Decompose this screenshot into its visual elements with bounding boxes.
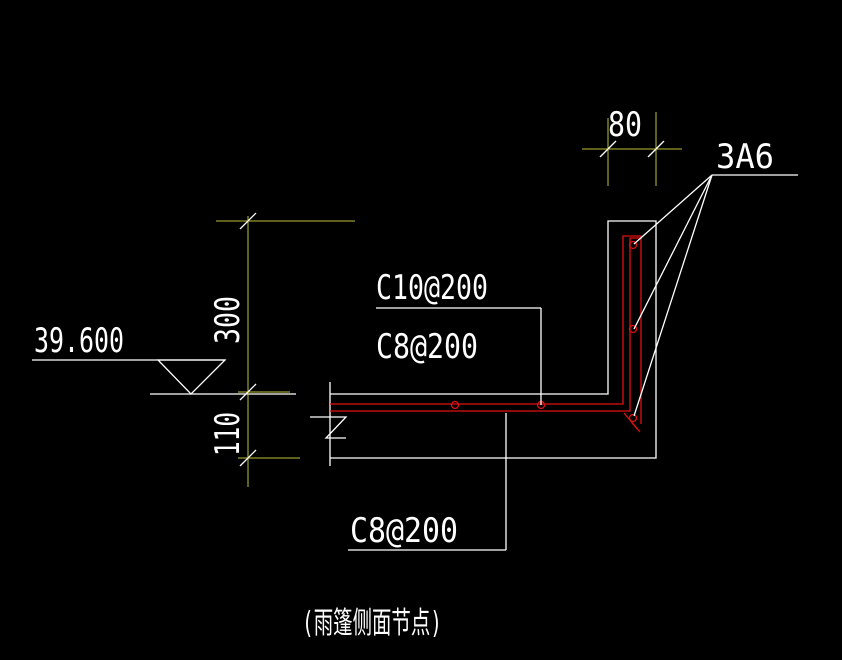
elevation-marker: 39.600 [32,321,296,395]
rebar-dot [450,400,460,410]
inner-rebar [330,235,642,424]
main-rebar [330,237,640,412]
dimension-80: 80 [608,105,642,145]
vertical-dimension: 300 110 [208,212,355,487]
rebar-labels: C10@200 C8@200 C8@200 3A6 [350,137,774,551]
rebar-dot [628,324,638,334]
elevation-triangle [156,359,227,395]
horizontal-dimension: 80 [582,105,682,186]
rebar-dot [628,413,638,423]
break-line-symbol [310,416,348,439]
rebar [330,235,642,433]
rebar-dot [628,240,638,250]
dimension-300: 300 [208,296,248,344]
dimension-110: 110 [208,412,248,456]
label-top-distribution: C8@200 [376,327,478,367]
label-top-main: C10@200 [376,268,488,308]
label-longitudinal: 3A6 [716,137,774,177]
leader-lines [348,174,798,551]
label-bottom: C8@200 [350,511,458,551]
drawing-caption: (雨篷侧面节点) [302,606,442,641]
concrete-outline [310,220,657,466]
elevation-value: 39.600 [34,321,124,361]
